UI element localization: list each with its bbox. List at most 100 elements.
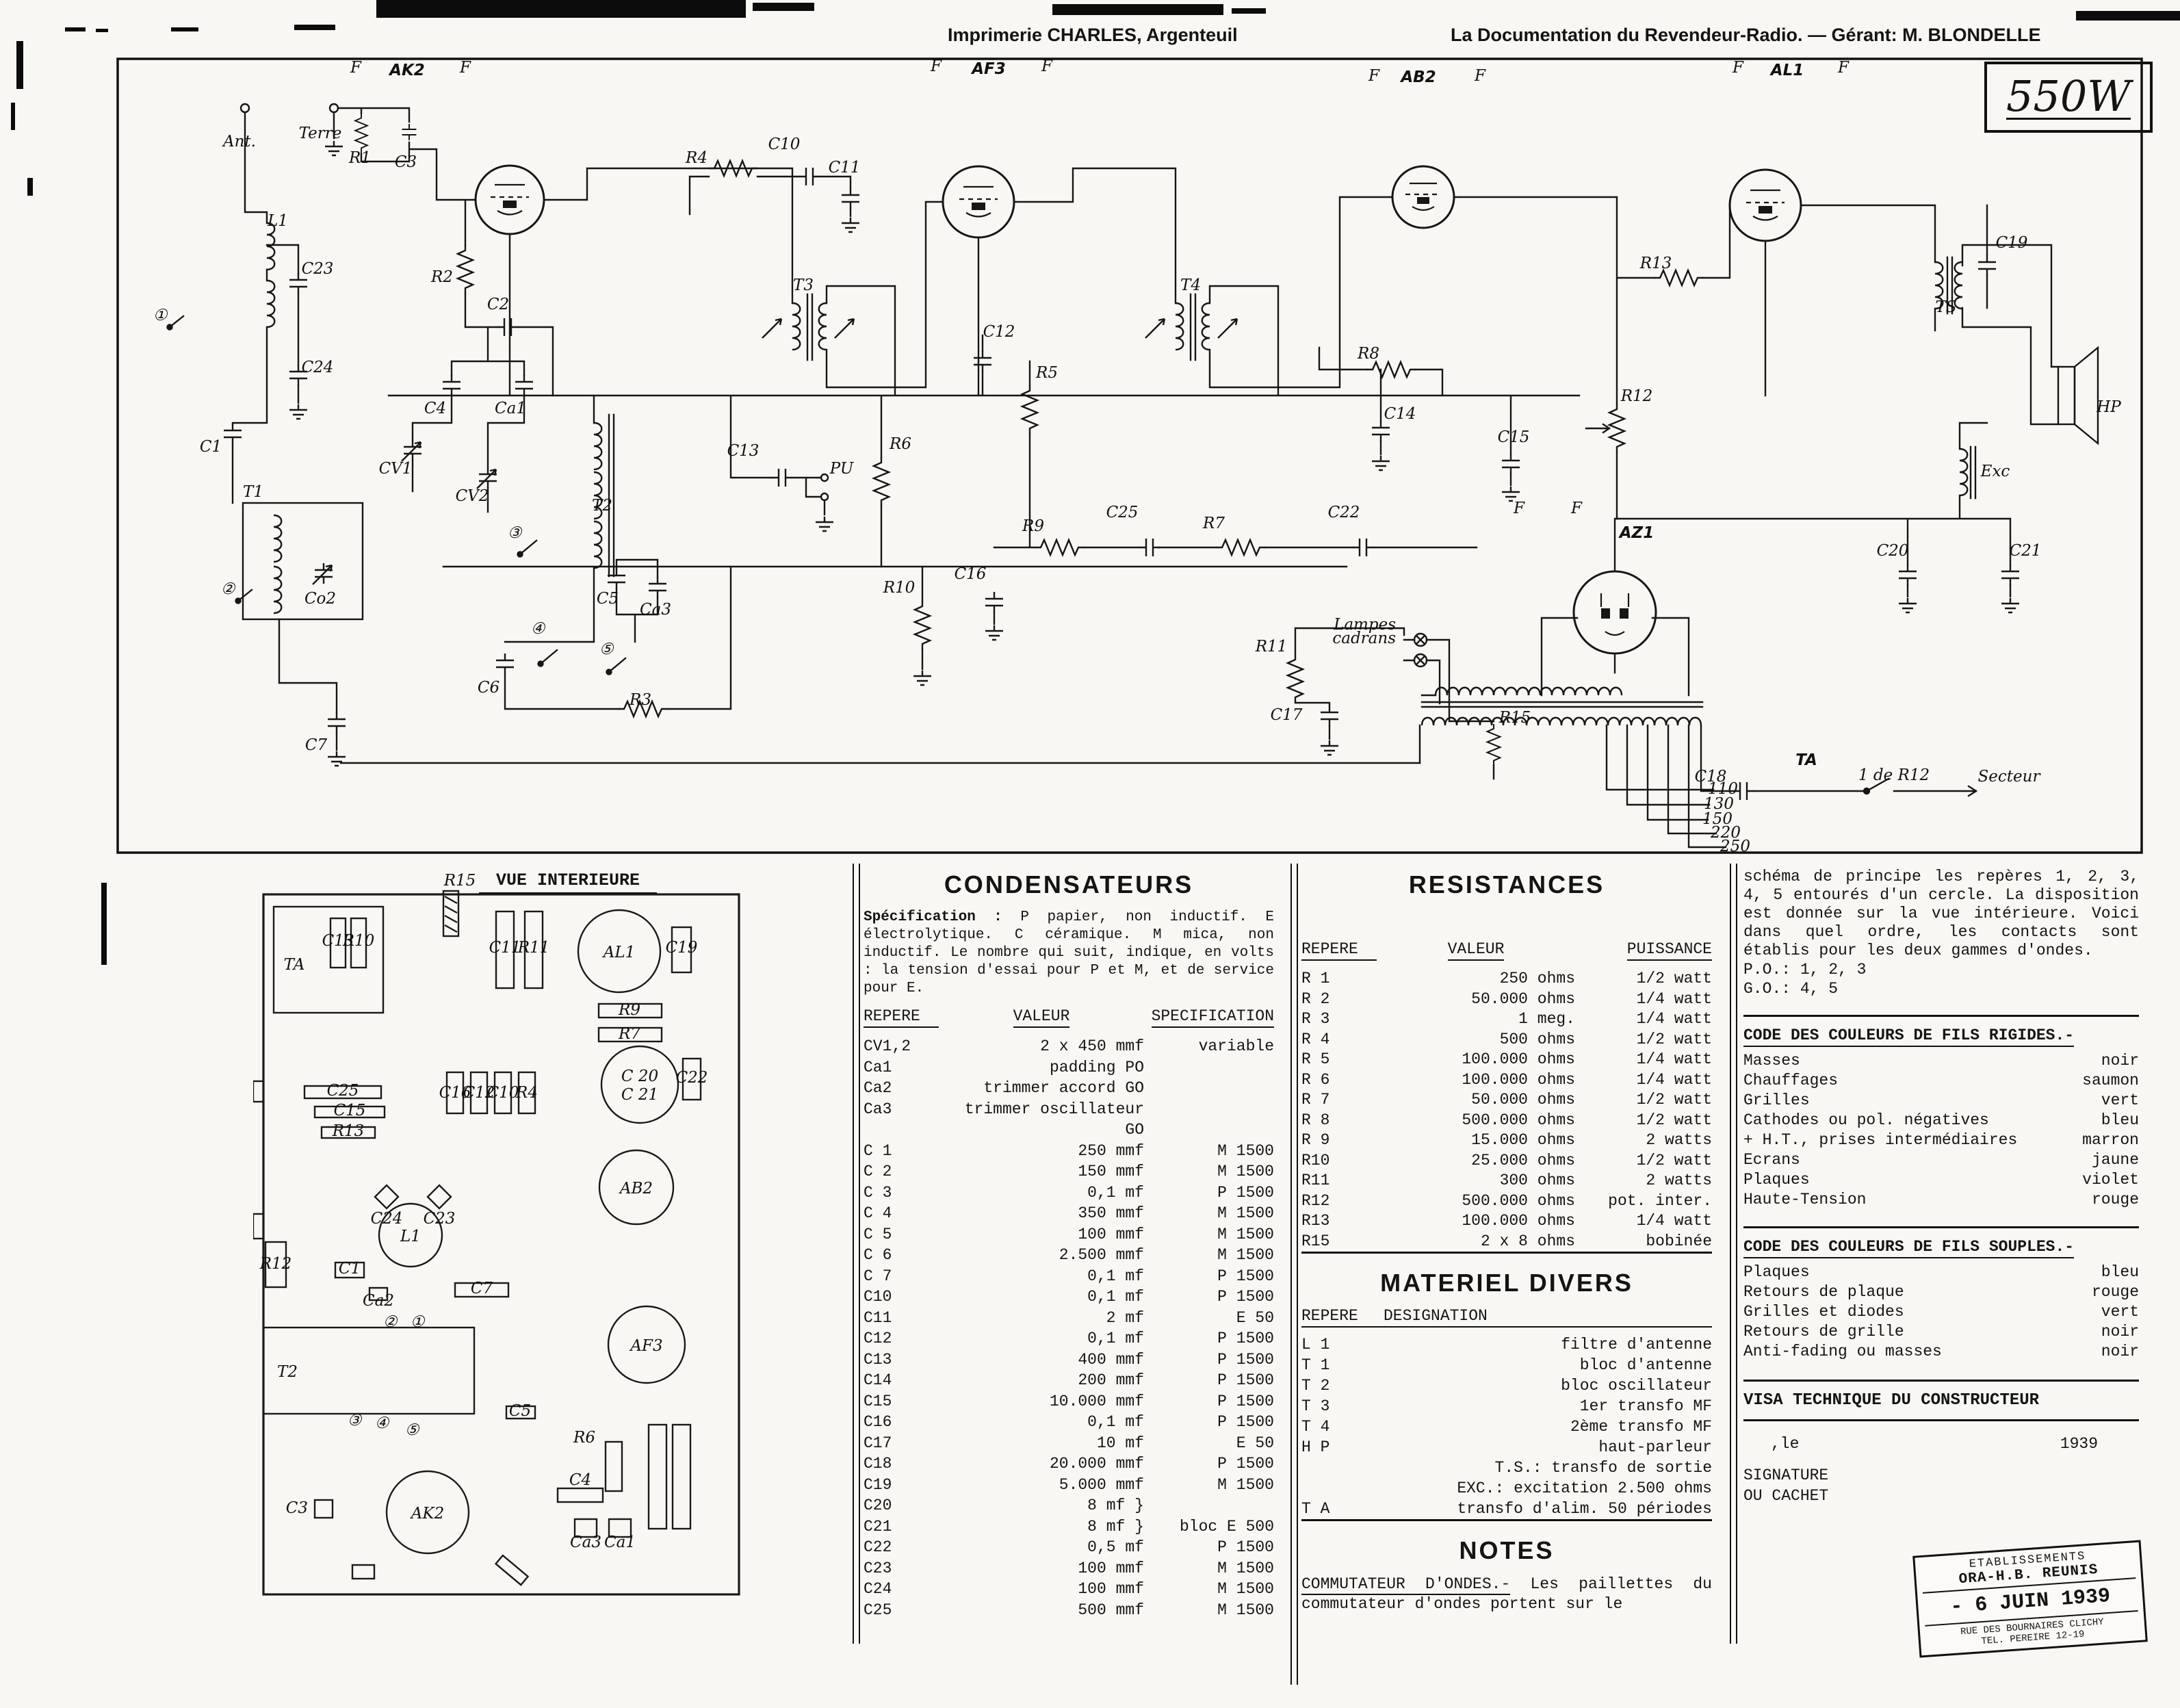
- diagram-label: C 21: [621, 1086, 658, 1104]
- table-cell: M 1500: [1217, 1580, 1274, 1598]
- table-cell: C10: [864, 1288, 892, 1306]
- scan-artifact: [294, 25, 335, 30]
- table-cell: R 5: [1301, 1050, 1330, 1068]
- diagram-label: R9: [1022, 517, 1044, 535]
- table-cell: M 1500: [1217, 1225, 1274, 1243]
- diagram-label: F: [930, 57, 942, 75]
- table-row: T.S.: transfo de sortie: [1301, 1458, 1712, 1478]
- table-cell: bobinée: [1646, 1232, 1712, 1250]
- table-cell: 2 x 8 ohms: [1480, 1232, 1575, 1250]
- scan-artifact: [27, 178, 33, 196]
- diagram-label: R8: [1357, 345, 1379, 363]
- diagram-label: C12: [463, 1084, 495, 1102]
- table-cell: Plaques: [1743, 1171, 1810, 1189]
- signature-label: SIGNATURE OU CACHET: [1743, 1466, 1829, 1505]
- diagram-label: cadrans: [1332, 630, 1396, 647]
- table-cell: 1/2 watt: [1636, 1030, 1712, 1048]
- diagram-label: F: [1570, 500, 1583, 517]
- diagram-label: Exc: [1980, 463, 2010, 480]
- diagram-label: C16: [955, 565, 987, 583]
- diagram-label: R11: [517, 939, 550, 957]
- diagram-label: R1: [348, 149, 371, 167]
- table-cell: M 1500: [1217, 1601, 1274, 1619]
- diagram-label: L1: [267, 212, 288, 230]
- table-cell: 500.000 ohms: [1462, 1111, 1575, 1129]
- table-cell: Haute-Tension: [1743, 1191, 1867, 1208]
- diagram-label: C22: [1328, 504, 1360, 521]
- diagram-label: Ca1: [604, 1534, 636, 1551]
- table-cell: [1144, 1495, 1274, 1516]
- diagram-label: C20: [1877, 542, 1909, 560]
- diagram-label: ⑤: [599, 640, 614, 658]
- table-cell: 0,1 mf: [1087, 1330, 1144, 1347]
- table-cell: C11: [864, 1308, 892, 1327]
- diagram-label: R6: [889, 435, 911, 453]
- table-cell: P 1500: [1217, 1392, 1274, 1410]
- diagram-label: AL1: [602, 944, 636, 961]
- diagram-label: Ant.: [222, 133, 256, 151]
- table-cell: M 1500: [1217, 1163, 1274, 1180]
- table-cell: Ca2: [864, 1079, 892, 1097]
- table-cell: T 4: [1301, 1418, 1330, 1436]
- table-cell: 2 watts: [1646, 1131, 1712, 1149]
- table-cell: M 1500: [1217, 1204, 1274, 1222]
- diagram-label: C25: [1106, 504, 1139, 521]
- diagram-label: ①: [411, 1313, 426, 1331]
- table-cell: transfo d'alim. 50 périodes: [1457, 1500, 1712, 1518]
- tube-AB2: [1391, 165, 1455, 229]
- table-cell: P 1500: [1217, 1330, 1274, 1347]
- table-cell: Grilles et diodes: [1743, 1303, 1904, 1321]
- diagram-label: TA: [284, 956, 305, 974]
- diagram-label: R15: [1498, 709, 1531, 727]
- diagram-label: F: [1474, 67, 1486, 85]
- table-cell: P 1500: [1217, 1288, 1274, 1306]
- table-cell: 1/4 watt: [1636, 1010, 1712, 1028]
- diagram-label: C10: [487, 1084, 519, 1102]
- diagram-label: T3: [793, 276, 814, 294]
- diagram-label: F: [1732, 59, 1744, 77]
- table-cell: Retours de grille: [1743, 1323, 1904, 1341]
- diagram-label: TA: [1795, 751, 1817, 769]
- diagram-label: AB2: [619, 1180, 653, 1198]
- table-cell: C24: [864, 1580, 892, 1598]
- switch-explanation: schéma de principe les repères 1, 2, 3, …: [1743, 868, 2139, 959]
- table-cell: 2 watts: [1646, 1172, 1712, 1189]
- table-cell: Retours de plaque: [1743, 1283, 1904, 1301]
- diagram-label: 110: [1708, 780, 1738, 798]
- table-cell: 250 ohms: [1499, 970, 1575, 987]
- diagram-label: R7: [618, 1025, 640, 1043]
- diagram-label: R5: [1035, 364, 1058, 382]
- column-divider: [1290, 864, 1298, 1685]
- diagram-label: C22: [676, 1069, 708, 1087]
- condensateurs-section: CONDENSATEURS Spécification : P papier, …: [864, 870, 1274, 1620]
- table-cell: 8 mf }: [1087, 1517, 1144, 1536]
- diagram-label: C1: [200, 438, 222, 456]
- table-cell: C 5: [864, 1225, 892, 1243]
- rigid-wire-code-title: CODE DES COULEURS DE FILS RIGIDES.-: [1743, 1015, 2139, 1047]
- table-cell: 500.000 ohms: [1462, 1191, 1575, 1210]
- table-cell: EXC.: excitation 2.500 ohms: [1457, 1479, 1712, 1497]
- diagram-label: C18: [1695, 768, 1727, 786]
- diagram-label: AF3: [629, 1337, 662, 1355]
